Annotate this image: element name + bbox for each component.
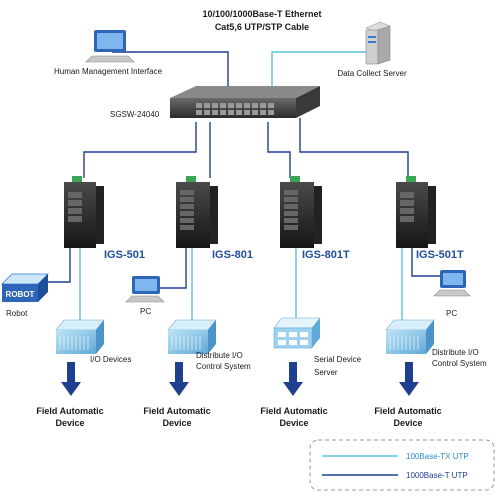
igs-501-switch-icon [64, 176, 104, 248]
link-core-igs801t [267, 122, 291, 178]
distribute-io-left-line2: Control System [196, 362, 251, 371]
pc-left-icon [125, 276, 165, 303]
link-hmi-core [112, 51, 229, 92]
igs-801t-label: IGS-801T [302, 249, 350, 261]
field-3-line2: Device [279, 418, 308, 428]
field-3-line1: Field Automatic [260, 406, 327, 416]
link-pc-right [411, 248, 440, 277]
legend: 100Base-TX UTP 1000Base-T UTP [309, 439, 495, 491]
field-4-line2: Device [393, 418, 422, 428]
header-line1: 10/100/1000Base-T Ethernet [202, 9, 321, 19]
distribute-io-left-icon [167, 319, 217, 354]
field-1-line2: Device [55, 418, 84, 428]
field-1-line1: Field Automatic [36, 406, 103, 416]
field-arrow-4-icon [399, 362, 419, 396]
core-switch-label: SGSW-24040 [110, 110, 160, 119]
distribute-io-right-line2: Control System [432, 359, 487, 368]
legend-tx-label: 100Base-TX UTP [406, 452, 469, 461]
connections [40, 51, 440, 320]
field-2-line2: Device [162, 418, 191, 428]
legend-t-label: 1000Base-T UTP [406, 471, 468, 480]
header-line2: Cat5,6 UTP/STP Cable [215, 22, 309, 32]
io-devices-label: I/O Devices [90, 355, 131, 364]
server-icon [365, 21, 391, 65]
igs-801t-switch-icon [280, 176, 322, 248]
robot-icon [1, 273, 49, 302]
field-arrow-2-icon [169, 362, 189, 396]
igs-801-label: IGS-801 [212, 249, 253, 261]
serial-device-server-icon [273, 317, 321, 349]
server-label: Data Collect Server [337, 69, 407, 78]
distribute-io-right-line1: Distribute I/O [432, 348, 479, 357]
distribute-io-right-icon [385, 319, 435, 354]
field-2-line1: Field Automatic [143, 406, 210, 416]
hmi-label: Human Management Interface [54, 67, 163, 76]
distribute-io-left-line1: Distribute I/O [196, 351, 243, 360]
field-4-line1: Field Automatic [374, 406, 441, 416]
igs-501t-switch-icon [396, 176, 436, 248]
link-core-igs501 [83, 122, 197, 178]
igs-501t-label: IGS-501T [416, 249, 464, 261]
field-arrow-3-icon [283, 362, 303, 396]
igs-501-label: IGS-501 [104, 249, 145, 261]
io-devices-icon [55, 319, 105, 354]
core-switch-icon [170, 86, 320, 118]
serial-server-line2: Server [314, 368, 338, 377]
field-arrow-1-icon [61, 362, 81, 396]
hmi-computer-icon [85, 30, 135, 63]
link-server-core [271, 51, 372, 92]
pc-right-icon [433, 270, 471, 297]
igs-801-switch-icon [176, 176, 218, 248]
robot-label: Robot [6, 309, 28, 318]
link-pc-left [160, 248, 187, 289]
link-robot [40, 248, 71, 283]
pc-left-label: PC [140, 307, 151, 316]
robot-tag: ROBOT [6, 290, 35, 299]
link-core-igs501t [299, 118, 409, 178]
pc-right-label: PC [446, 309, 457, 318]
serial-server-line1: Serial Device [314, 355, 362, 364]
